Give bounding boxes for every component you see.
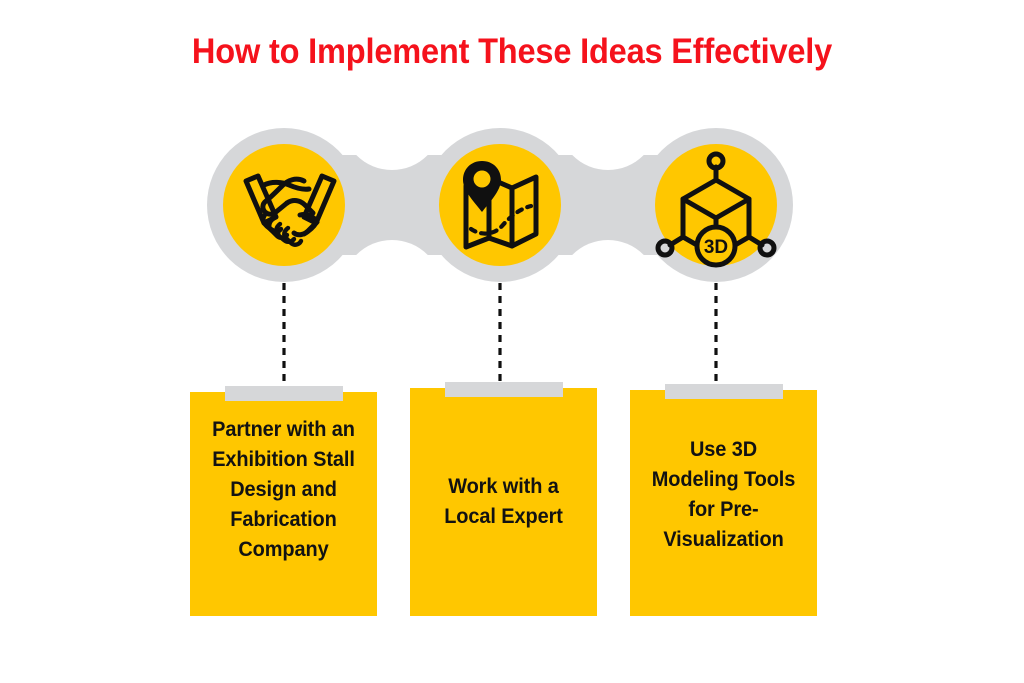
step-2-inner-circle (439, 144, 561, 266)
step-circle-inner-group (223, 144, 777, 266)
map-location-pin-icon (463, 161, 539, 250)
chain-connectors (276, 155, 724, 255)
step-3-outer-circle (639, 128, 793, 282)
step-circle-outer-group (207, 128, 793, 282)
step-card-3[interactable]: Use 3D Modeling Tools for Pre-Visualizat… (630, 384, 817, 616)
step-card-1-label: Partner with an Exhibition Stall Design … (212, 418, 355, 561)
step-1-outer-circle (207, 128, 361, 282)
step-3-inner-circle (655, 144, 777, 266)
page-title: How to Implement These Ideas Effectively (191, 32, 833, 71)
step-1-inner-circle (223, 144, 345, 266)
step-card-2[interactable]: Work with a Local Expert (410, 382, 597, 616)
three-d-badge-label: 3D (704, 237, 728, 258)
card-clip-2 (444, 382, 563, 397)
step-2-outer-circle (423, 128, 577, 282)
step-card-1[interactable]: Partner with an Exhibition Stall Design … (190, 386, 377, 616)
handshake-icon (243, 173, 337, 247)
step-card-3-label: Use 3D Modeling Tools for Pre-Visualizat… (651, 438, 796, 551)
step-card-2-label: Work with a Local Expert (444, 475, 563, 528)
card-clip-3 (664, 384, 783, 399)
three-d-cube-icon (655, 151, 777, 268)
card-clip-1 (224, 386, 343, 401)
connector-dashed-lines (282, 283, 718, 388)
